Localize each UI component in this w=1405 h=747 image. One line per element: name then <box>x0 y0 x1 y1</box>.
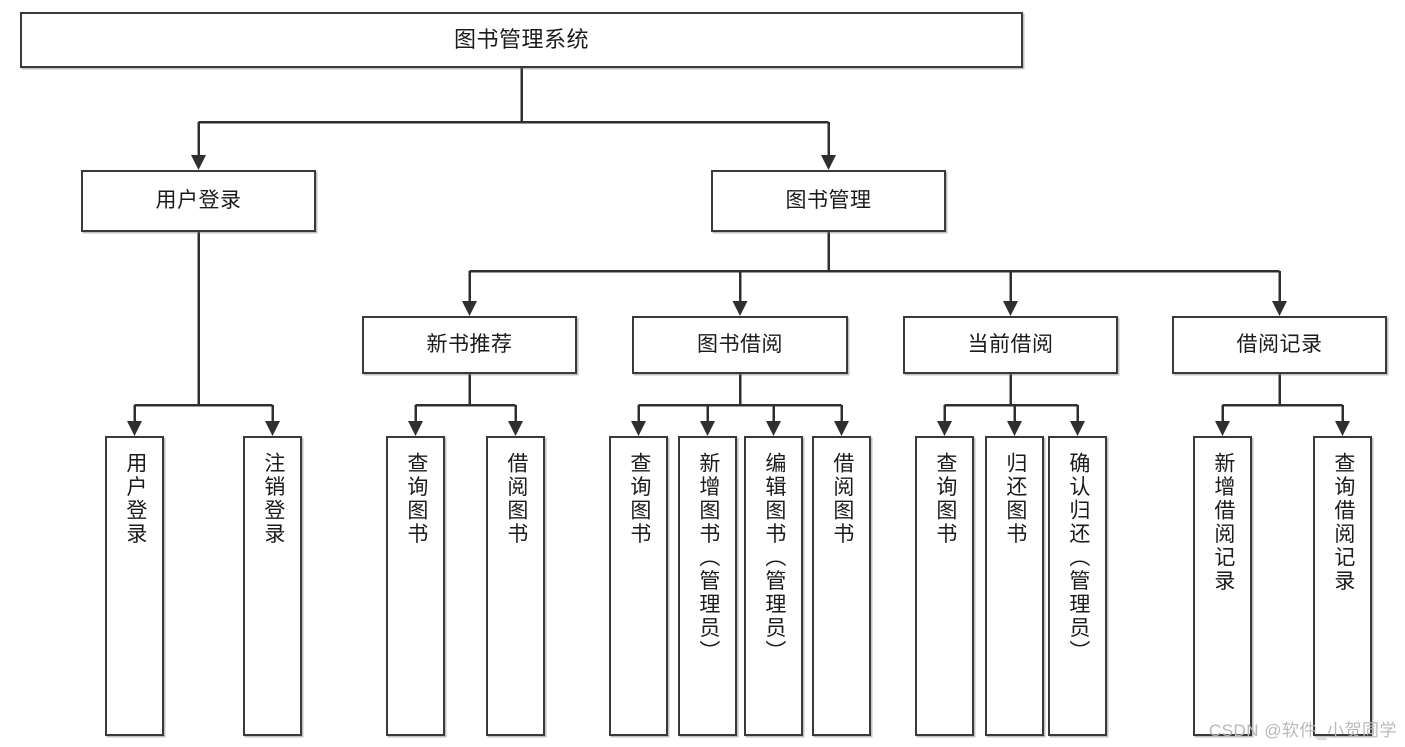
node-label: 查询图书 <box>933 452 957 546</box>
node-label: 查询借阅记录 <box>1331 452 1355 593</box>
node-l2-new[interactable]: 新书推荐 <box>362 316 577 374</box>
node-l3-d2[interactable]: 归还图书 <box>985 436 1044 736</box>
node-label: 图书管理系统 <box>453 27 589 53</box>
node-l1-login[interactable]: 用户登录 <box>81 170 316 232</box>
node-l3-a1[interactable]: 用户登录 <box>105 436 164 736</box>
node-label: 归还图书 <box>1003 452 1027 546</box>
node-l3-d3[interactable]: 确认归还（管理员） <box>1048 436 1107 736</box>
node-root[interactable]: 图书管理系统 <box>20 12 1023 68</box>
node-label: 图书借阅 <box>697 332 783 356</box>
node-l2-record[interactable]: 借阅记录 <box>1172 316 1387 374</box>
node-l3-d1[interactable]: 查询图书 <box>915 436 974 736</box>
node-l3-e1[interactable]: 新增借阅记录 <box>1193 436 1252 736</box>
node-l2-current[interactable]: 当前借阅 <box>903 316 1118 374</box>
node-label: 用户登录 <box>155 188 242 212</box>
node-l1-books[interactable]: 图书管理 <box>711 170 946 232</box>
node-l3-a2[interactable]: 注销登录 <box>243 436 302 736</box>
node-l3-c3[interactable]: 编辑图书（管理员） <box>744 436 803 736</box>
node-l3-e2[interactable]: 查询借阅记录 <box>1313 436 1372 736</box>
node-label: 编辑图书（管理员） <box>762 452 786 664</box>
node-l2-borrow[interactable]: 图书借阅 <box>632 316 848 374</box>
watermark: CSDN @软件_小贺同学 <box>1208 721 1397 740</box>
node-label: 注销登录 <box>261 452 285 546</box>
node-label: 新增图书（管理员） <box>696 452 720 664</box>
node-label: 借阅图书 <box>504 452 528 546</box>
node-l3-c4[interactable]: 借阅图书 <box>812 436 871 736</box>
node-l3-b2[interactable]: 借阅图书 <box>486 436 545 736</box>
node-l3-b1[interactable]: 查询图书 <box>386 436 445 736</box>
node-label: 借阅记录 <box>1236 332 1323 356</box>
node-label: 查询图书 <box>627 452 651 546</box>
node-label: 借阅图书 <box>830 452 854 546</box>
node-label: 图书管理 <box>785 188 872 212</box>
node-l3-c1[interactable]: 查询图书 <box>609 436 668 736</box>
node-label: 查询图书 <box>404 452 428 546</box>
node-label: 用户登录 <box>123 452 147 546</box>
node-l3-c2[interactable]: 新增图书（管理员） <box>678 436 737 736</box>
node-label: 确认归还（管理员） <box>1066 452 1090 664</box>
node-label: 新增借阅记录 <box>1211 452 1235 593</box>
node-label: 当前借阅 <box>967 332 1054 356</box>
node-label: 新书推荐 <box>426 332 513 356</box>
